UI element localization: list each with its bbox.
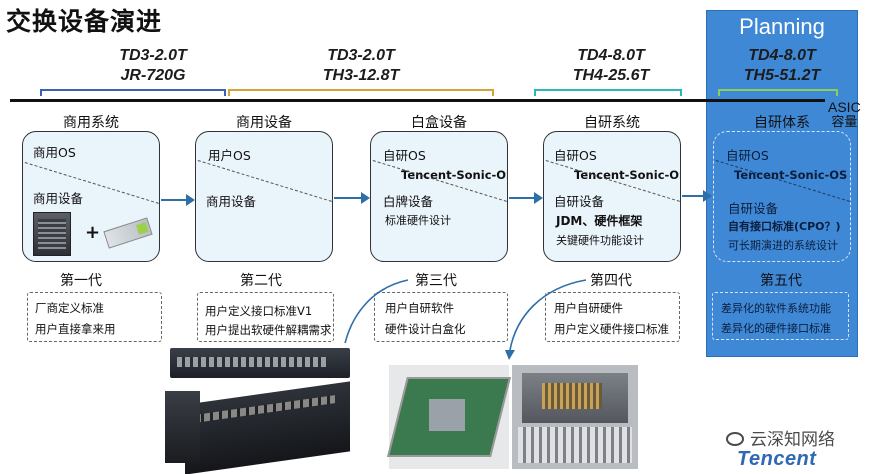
asic-label-1-line1: TD3-2.0T	[119, 47, 187, 64]
whitebox-switch-photo	[165, 343, 355, 474]
asic-label-2-line2: TH3-12.8T	[322, 67, 400, 84]
planning-title: Planning	[739, 14, 825, 39]
optical-module-icon	[103, 217, 153, 249]
asic-axis-label: ASIC 容量	[828, 99, 861, 131]
gen3-device-detail: 标准硬件设计	[385, 214, 451, 227]
gen4-card: 自研OS Tencent-Sonic-OS 自研设备 JDM、硬件框架 关键硬件…	[543, 131, 681, 262]
gen1-desc-1: 厂商定义标准	[35, 301, 104, 315]
gen3-title: 白盒设备	[411, 115, 467, 131]
gen5-label: 第五代	[760, 273, 802, 289]
gen1-card: 商用OS 商用设备 +	[22, 131, 160, 262]
gen1-desc-box: 厂商定义标准 用户直接拿来用	[27, 292, 162, 342]
connector-gen4-photo	[505, 279, 587, 360]
gen4-desc-2: 用户定义硬件接口标准	[554, 322, 669, 336]
asic-label-1-line2: JR-720G	[120, 67, 186, 84]
gen3-desc-2: 硬件设计白盒化	[385, 322, 466, 336]
gen5-os-detail: Tencent-Sonic-OS	[734, 168, 848, 182]
plus-sign: +	[85, 222, 101, 243]
gen3-desc-box: 用户自研软件 硬件设计白盒化	[374, 292, 508, 342]
gen5-title: 自研体系	[754, 115, 810, 131]
gen4-desc-1: 用户自研硬件	[554, 301, 623, 315]
gen3-label: 第三代	[415, 273, 457, 289]
asic-bracket-1	[40, 89, 226, 96]
watermark-text: 云深知网络	[750, 430, 835, 450]
gen1-title: 商用系统	[63, 115, 119, 131]
asic-bracket-3	[534, 89, 682, 96]
gen2-desc-1: 用户定义接口标准V1	[205, 304, 313, 318]
gen2-os: 用户OS	[208, 148, 251, 163]
gen1-desc-2: 用户直接拿来用	[35, 322, 116, 336]
watermark: 云深知网络	[726, 425, 835, 450]
gen4-os-detail: Tencent-Sonic-OS	[574, 168, 681, 182]
selfdev-board-photo-1	[387, 365, 511, 469]
gen5-card: 自研OS Tencent-Sonic-OS 自研设备 自有接口标准(CPO？) …	[713, 131, 851, 262]
gen4-device: 自研设备	[554, 194, 605, 209]
page-title: 交换设备演进	[6, 7, 163, 36]
chassis-switch-icon	[33, 212, 71, 256]
asic-label-3: TD4-8.0T TH4-25.6T	[556, 46, 666, 86]
gen4-label: 第四代	[590, 273, 632, 289]
asic-label-3-line1: TD4-8.0T	[577, 47, 645, 64]
gen3-device: 白牌设备	[383, 194, 434, 209]
asic-timeline	[10, 99, 825, 102]
gen5-desc-2: 差异化的硬件接口标准	[721, 322, 831, 335]
arrow-gen2-gen3	[334, 192, 370, 204]
gen5-device: 自研设备	[728, 201, 779, 216]
asic-bracket-2	[228, 89, 494, 96]
gen1-label: 第一代	[60, 273, 102, 289]
asic-axis-line1: ASIC	[828, 99, 861, 115]
asic-label-4-line1: TD4-8.0T	[748, 47, 816, 64]
asic-bracket-4	[718, 89, 838, 96]
gen3-os-detail: Tencent-Sonic-OS	[401, 168, 508, 182]
asic-label-2-line1: TD3-2.0T	[327, 47, 395, 64]
gen2-desc-box: 用户定义接口标准V1 用户提出软硬件解耦需求	[197, 292, 334, 342]
gen5-os: 自研OS	[726, 148, 769, 163]
gen1-os: 商用OS	[33, 145, 76, 160]
arrow-gen1-gen2	[161, 194, 195, 206]
gen4-title: 自研系统	[584, 115, 640, 131]
gen2-label: 第二代	[240, 273, 282, 289]
arrow-gen3-gen4	[509, 192, 543, 204]
gen3-card: 自研OS Tencent-Sonic-OS 白牌设备 标准硬件设计	[370, 131, 508, 262]
arrow-gen4-gen5	[682, 190, 712, 202]
gen3-os: 自研OS	[383, 148, 426, 163]
gen4-device-detail-1: JDM、硬件框架	[556, 214, 643, 228]
gen1-device: 商用设备	[33, 191, 84, 206]
gen2-card: 用户OS 商用设备	[195, 131, 333, 262]
asic-label-4: TD4-8.0T TH5-51.2T	[727, 46, 837, 86]
wechat-icon	[726, 432, 744, 446]
asic-label-2: TD3-2.0T TH3-12.8T	[306, 46, 416, 86]
gen5-device-detail-2: 可长期演进的系统设计	[728, 239, 838, 252]
gen2-title: 商用设备	[236, 115, 292, 131]
asic-axis-line2: 容量	[831, 115, 858, 130]
asic-label-3-line2: TH4-25.6T	[572, 67, 650, 84]
selfdev-chassis-photo-2	[512, 365, 638, 469]
gen5-desc-1: 差异化的软件系统功能	[721, 302, 831, 315]
asic-label-1: TD3-2.0T JR-720G	[98, 46, 208, 86]
gen4-desc-box: 用户自研硬件 用户定义硬件接口标准	[545, 292, 680, 342]
asic-label-4-line2: TH5-51.2T	[743, 67, 821, 84]
gen2-device: 商用设备	[206, 194, 257, 209]
gen2-desc-2: 用户提出软硬件解耦需求	[205, 323, 332, 337]
gen4-device-detail-2: 关键硬件功能设计	[556, 234, 644, 247]
tencent-logo: Tencent	[737, 448, 817, 470]
planning-panel	[706, 10, 858, 357]
gen5-device-detail-1: 自有接口标准(CPO？)	[728, 220, 841, 233]
gen3-desc-1: 用户自研软件	[385, 301, 454, 315]
gen4-os: 自研OS	[554, 148, 597, 163]
gen5-desc-box: 差异化的软件系统功能 差异化的硬件接口标准	[712, 292, 849, 340]
